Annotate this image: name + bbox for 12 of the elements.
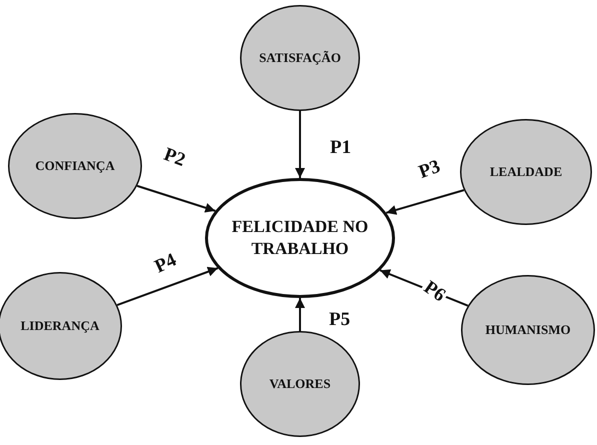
node-label: HUMANISMO: [485, 322, 571, 338]
arrow: [295, 111, 305, 178]
arrow: [295, 298, 305, 331]
arrow: [116, 266, 218, 306]
node-label: FELICIDADE NO TRABALHO: [230, 216, 370, 260]
node-label: VALORES: [269, 376, 331, 392]
node-label: LIDERANÇA: [20, 318, 100, 334]
arrow: [386, 189, 464, 215]
node-label: SATISFAÇÃO: [259, 50, 341, 66]
node-label: CONFIANÇA: [35, 158, 115, 174]
node-label: LEALDADE: [490, 164, 562, 180]
arrow: [136, 184, 216, 213]
